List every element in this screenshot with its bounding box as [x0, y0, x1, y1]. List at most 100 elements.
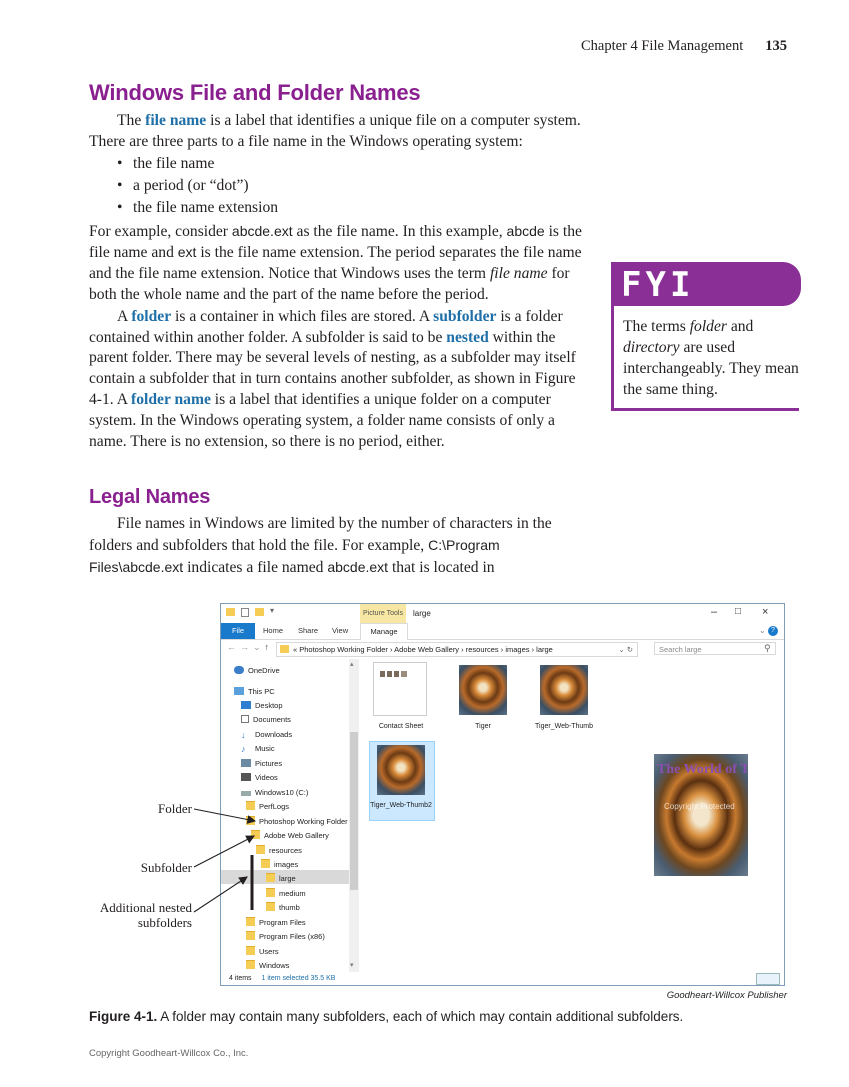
- nav-videos[interactable]: Videos: [241, 772, 278, 784]
- figure-caption: Figure 4-1. A folder may contain many su…: [89, 1009, 683, 1024]
- recent-dropdown-icon[interactable]: ⌄: [253, 642, 265, 652]
- nav-thumb[interactable]: thumb: [266, 902, 300, 914]
- view-toggle-buttons[interactable]: [756, 973, 780, 985]
- maximize-icon[interactable]: □: [735, 606, 742, 617]
- status-bar: 4 items 1 item selected 35.5 KB: [221, 972, 784, 985]
- tab-view[interactable]: View: [332, 626, 349, 635]
- nav-this-pc[interactable]: This PC: [234, 686, 275, 698]
- caption-text: A folder may contain many subfolders, ea…: [157, 1009, 684, 1024]
- list-item: the file name extension: [89, 197, 586, 219]
- tab-manage[interactable]: Manage: [360, 623, 408, 640]
- nav-desktop[interactable]: Desktop: [241, 700, 283, 712]
- nav-music[interactable]: ♪Music: [241, 743, 275, 755]
- text: is a container in which files are stored…: [171, 307, 434, 325]
- nav-label: Desktop: [255, 701, 283, 710]
- folder-icon: [226, 608, 235, 616]
- ribbon-expand-icon[interactable]: ⌄: [759, 626, 766, 635]
- nav-label: Adobe Web Gallery: [264, 831, 329, 840]
- list-item: a period (or “dot”): [89, 175, 586, 197]
- refresh-icon[interactable]: ⌄ ↻: [618, 645, 633, 654]
- new-folder-icon[interactable]: [255, 608, 264, 616]
- up-arrow-icon[interactable]: ↑: [264, 642, 274, 652]
- nav-perflogs[interactable]: PerfLogs: [246, 801, 289, 813]
- nav-users[interactable]: Users: [246, 946, 279, 958]
- text: that is located in: [388, 558, 495, 576]
- ribbon-tabs: Home Share View ⌄: [221, 623, 784, 640]
- text: is the file name extension. The period s…: [89, 244, 582, 283]
- forward-arrow-icon[interactable]: →: [240, 642, 253, 652]
- navigation-pane: OneDrive This PC Desktop Documents ↓Down…: [221, 659, 349, 972]
- nav-images[interactable]: images: [261, 859, 298, 871]
- desktop-icon: [241, 701, 251, 709]
- text: The: [117, 112, 146, 129]
- file-label-tiger-web-thumb2[interactable]: Tiger_Web-Thumb2: [370, 802, 432, 809]
- tiger-web-thumb2-thumbnail[interactable]: [377, 745, 425, 795]
- nav-label: Documents: [253, 715, 291, 724]
- nav-pictures[interactable]: Pictures: [241, 758, 282, 770]
- search-input[interactable]: Search large: [654, 642, 776, 655]
- fyi-label: FYI: [621, 265, 695, 305]
- text: is a label that identifies a unique fold…: [89, 390, 555, 450]
- folder-icon: [251, 830, 260, 839]
- nav-downloads[interactable]: ↓Downloads: [241, 729, 292, 741]
- tab-home[interactable]: Home: [263, 626, 284, 635]
- scrollbar-thumb[interactable]: [350, 732, 358, 890]
- nav-label: OneDrive: [248, 666, 280, 675]
- tab-share[interactable]: Share: [298, 626, 319, 635]
- nav-windows[interactable]: Windows: [246, 960, 289, 972]
- text: A: [117, 307, 132, 325]
- code-text: abcde.ext: [231, 222, 293, 239]
- nav-label: images: [274, 860, 299, 869]
- properties-icon[interactable]: [241, 608, 249, 617]
- download-icon: ↓: [241, 730, 246, 740]
- nav-medium[interactable]: medium: [266, 888, 306, 900]
- paragraph-file-name: The file name is a label that identifies…: [89, 111, 586, 153]
- nav-resources[interactable]: resources: [256, 845, 302, 857]
- nav-large[interactable]: large: [266, 873, 296, 885]
- nav-windows10-drive[interactable]: Windows10 (C:): [241, 787, 308, 799]
- tiger-web-thumb-thumbnail[interactable]: [540, 665, 588, 715]
- scroll-up-icon[interactable]: ▴: [350, 661, 354, 668]
- quick-access-dropdown-icon[interactable]: ▾: [270, 606, 275, 615]
- folder-icon: [246, 917, 255, 926]
- text: is the file name and: [89, 222, 582, 262]
- file-label-tiger-web-thumb[interactable]: Tiger_Web-Thumb: [535, 723, 593, 730]
- nav-label: This PC: [248, 687, 275, 696]
- emphasis: folder: [689, 318, 727, 335]
- callout-subfolder: Subfolder: [140, 860, 192, 875]
- folder-icon: [256, 845, 265, 854]
- address-path: « Photoshop Working Folder › Adobe Web G…: [293, 645, 553, 654]
- preview-pane-image: The World of Tigers Copyright Protected: [654, 754, 748, 876]
- search-icon[interactable]: ⚲: [764, 643, 771, 653]
- nav-onedrive[interactable]: OneDrive: [234, 665, 280, 677]
- nav-documents[interactable]: Documents: [241, 714, 291, 726]
- nav-program-files[interactable]: Program Files: [246, 917, 306, 929]
- nav-photoshop-working-folder[interactable]: Photoshop Working Folder: [246, 816, 348, 828]
- code-text: C:\Program Files\abcde.ext: [89, 536, 500, 575]
- picture-tools-label: Picture Tools: [360, 604, 406, 623]
- text: for both the whole name and the part of …: [89, 265, 570, 303]
- minimize-icon[interactable]: –: [711, 606, 718, 618]
- contact-sheet-thumbnail[interactable]: [373, 662, 427, 716]
- file-explorer-window: ▾ Picture Tools large – □ × Home Share V…: [220, 603, 785, 986]
- file-label-contact-sheet[interactable]: Contact Sheet: [378, 723, 424, 730]
- close-icon[interactable]: ×: [762, 606, 769, 618]
- address-bar[interactable]: « Photoshop Working Folder › Adobe Web G…: [276, 642, 638, 657]
- nav-program-files-x86[interactable]: Program Files (x86): [246, 931, 325, 943]
- back-arrow-icon[interactable]: ←: [227, 642, 240, 652]
- nav-adobe-web-gallery[interactable]: Adobe Web Gallery: [251, 830, 329, 842]
- tiger-thumbnail[interactable]: [459, 665, 507, 715]
- navigation-buttons: ←→⌄↑: [227, 642, 273, 653]
- term-file-name: file name: [145, 112, 207, 129]
- callout-line: Additional nested: [99, 900, 192, 915]
- scroll-down-icon[interactable]: ▾: [350, 962, 354, 969]
- figure-credit: Goodheart-Willcox Publisher: [666, 990, 787, 1001]
- tab-file[interactable]: File: [221, 623, 255, 639]
- file-label-tiger[interactable]: Tiger: [475, 723, 491, 730]
- nav-label: Program Files (x86): [259, 932, 325, 941]
- help-icon[interactable]: ?: [768, 626, 778, 636]
- nav-label: Windows: [259, 961, 290, 970]
- text: is a label that identifies a unique file…: [89, 112, 581, 150]
- nav-label: medium: [279, 889, 306, 898]
- nav-label: PerfLogs: [259, 802, 290, 811]
